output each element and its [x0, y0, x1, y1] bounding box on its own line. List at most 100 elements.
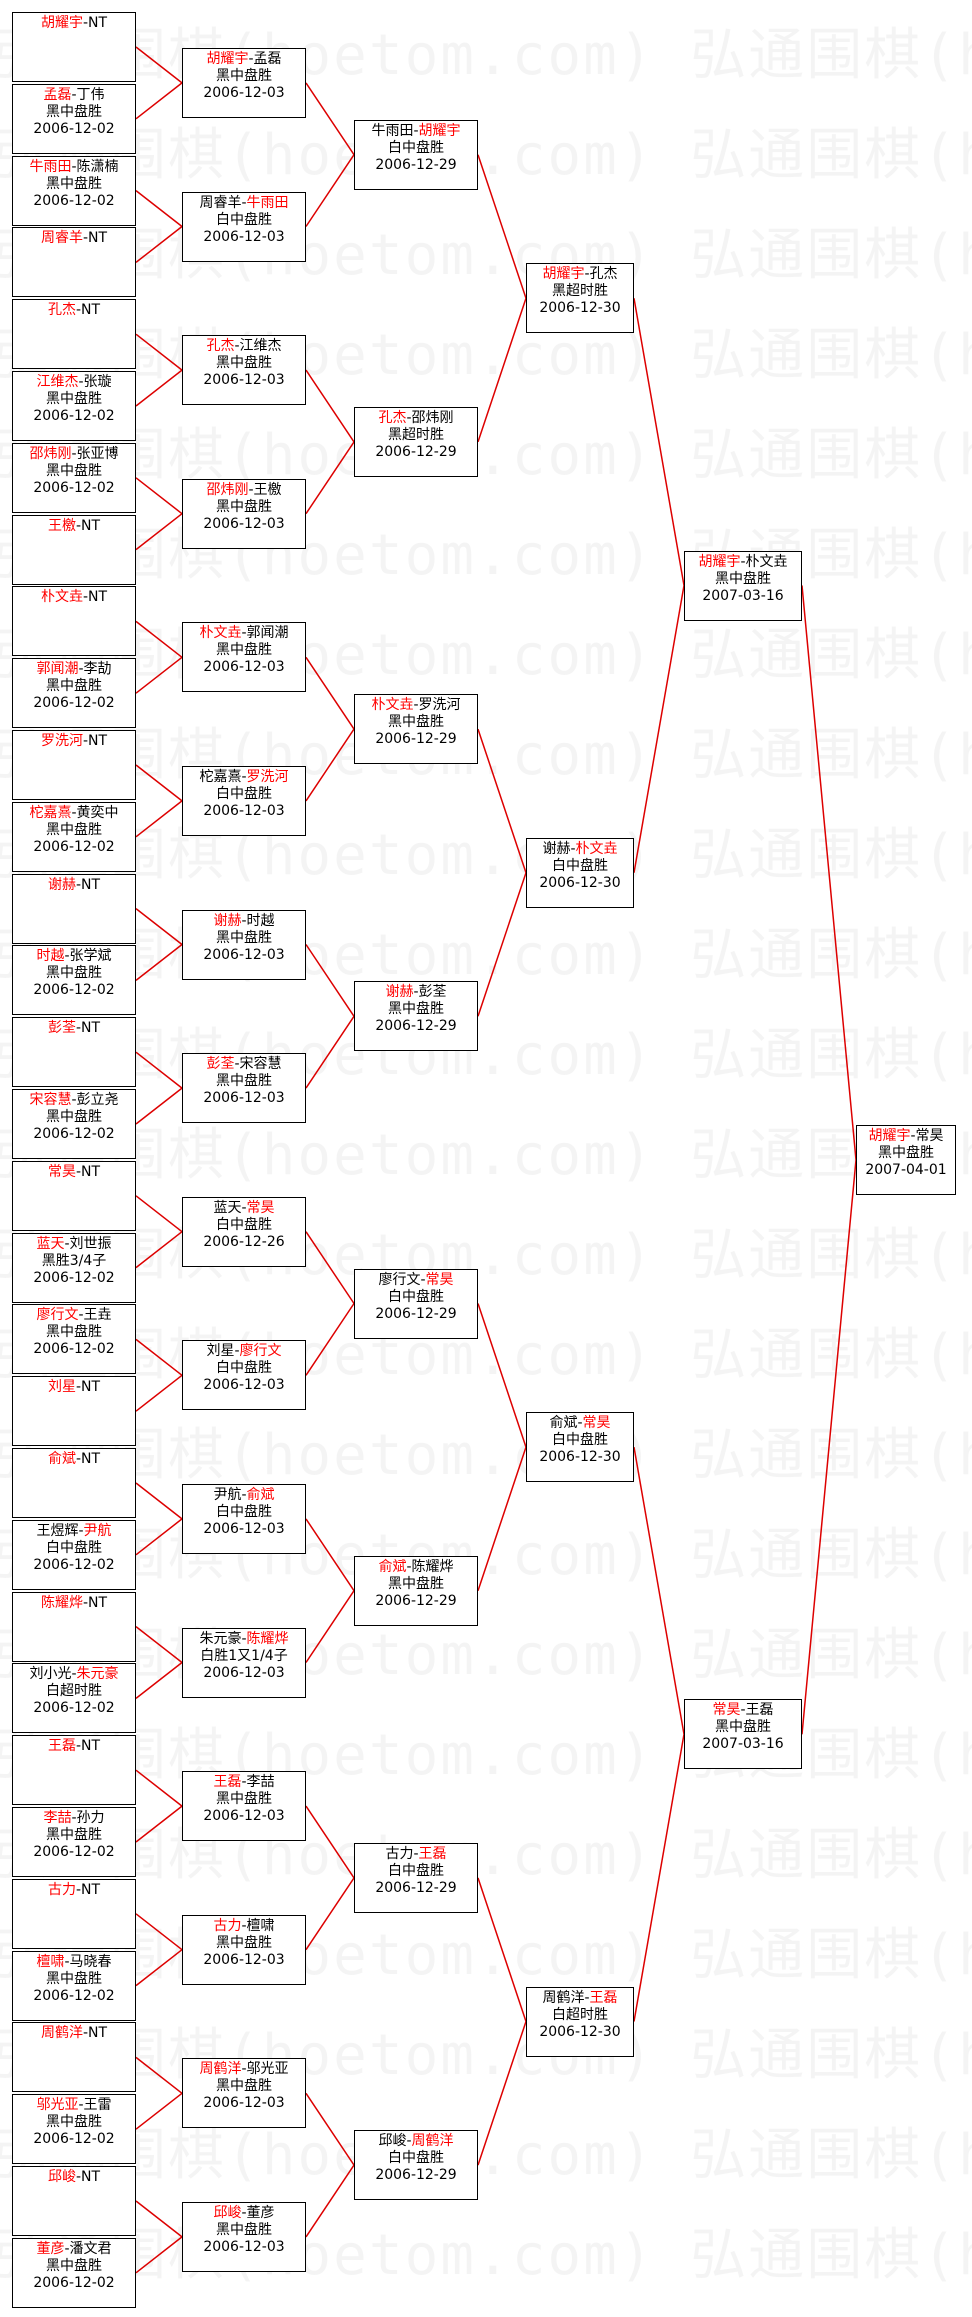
player-name: 周睿羊: [199, 194, 242, 211]
player-name: 朴文垚: [575, 840, 618, 857]
player-name: 邬光亚: [36, 2097, 79, 2114]
match-date: 2006-12-02: [33, 192, 115, 209]
match-result: 黑中盘胜: [46, 103, 102, 120]
bracket-connector: [135, 2056, 183, 2094]
watermark-text: 弘通围棋(hoetom.com) 弘通围棋(hoetom.com) 弘通围棋(h…: [0, 1010, 972, 1091]
player-name: NT: [81, 1881, 101, 1898]
bracket-connector: [135, 1338, 183, 1376]
match-date: 2006-12-29: [375, 443, 457, 460]
bracket-connector: [633, 1446, 685, 1735]
player-name: 孔杰: [589, 266, 618, 283]
player-name: 王檄: [47, 517, 76, 534]
match-players: 邱峻-周鹤洋: [355, 2133, 477, 2150]
match-result: 白中盘胜: [216, 1503, 272, 1520]
separator: -: [82, 1594, 89, 1611]
match-result: 黑胜3/4子: [41, 1252, 107, 1269]
player-name: 胡耀宇: [542, 266, 585, 283]
watermark-text: 弘通围棋(hoetom.com) 弘通围棋(hoetom.com) 弘通围棋(h…: [0, 510, 972, 591]
separator: -: [248, 50, 254, 67]
player-name: 胡耀宇: [40, 15, 83, 31]
match-players: 王檄-NT: [13, 518, 135, 535]
separator: -: [406, 1558, 412, 1575]
match-players: 周睿羊-NT: [13, 230, 135, 247]
separator: -: [241, 768, 247, 785]
match-box: 周睿羊-NT: [12, 227, 136, 298]
match-players: 邵炜刚-王檄: [183, 482, 305, 499]
separator: -: [75, 876, 82, 893]
player-name: 常昊: [915, 1127, 944, 1144]
bracket-connector: [135, 82, 183, 120]
bracket-connector: [135, 1482, 183, 1520]
player-name: 张学斌: [69, 948, 112, 965]
player-name: 董彦: [246, 2204, 275, 2221]
match-players: 邱峻-董彦: [183, 2205, 305, 2222]
bracket-connector: [477, 1877, 527, 2022]
player-name: 邵炜刚: [411, 409, 454, 426]
match-result: 黑中盘胜: [216, 2078, 272, 2095]
separator: -: [234, 1343, 240, 1360]
match-players: 孟磊-丁伟: [13, 87, 135, 104]
match-result: 白中盘胜: [388, 1862, 444, 1879]
player-name: 孟磊: [43, 86, 72, 103]
player-name: 宋容慧: [29, 1092, 72, 1108]
match-date: 2006-12-03: [203, 1520, 285, 1537]
player-name: NT: [88, 230, 108, 247]
match-date: 2006-12-03: [203, 946, 285, 963]
player-name: 廖行文: [36, 1307, 79, 1324]
match-players: 柁嘉熹-罗洗河: [183, 769, 305, 786]
player-name: 刘小光: [29, 1666, 72, 1683]
player-name: 尹航: [213, 1486, 242, 1503]
match-result: 黑中盘胜: [46, 1827, 102, 1843]
match-players: 柁嘉熹-黄奕中: [13, 805, 135, 822]
separator: -: [241, 2204, 247, 2221]
player-name: 周鹤洋: [542, 1989, 585, 2006]
player-name: 谢赫: [542, 840, 571, 857]
bracket-connector: [135, 1913, 183, 1951]
match-players: 胡耀宇-常昊: [857, 1128, 955, 1145]
separator: -: [234, 1056, 240, 1073]
match-result: 黑中盘胜: [46, 678, 102, 695]
match-players: 古力-NT: [13, 1882, 135, 1899]
player-name: 俞斌: [246, 1486, 275, 1503]
match-date: 2006-12-02: [33, 838, 115, 855]
separator: -: [78, 1522, 84, 1539]
separator: -: [241, 1630, 247, 1647]
separator: -: [570, 840, 576, 857]
match-players: 陈耀烨-NT: [13, 1595, 135, 1612]
match-result: 黑中盘胜: [216, 355, 272, 372]
match-result: 白中盘胜: [388, 1288, 444, 1305]
bracket-connector: [135, 2200, 183, 2238]
player-name: 邱峻: [213, 2204, 242, 2221]
player-name: 彭立尧: [76, 1092, 119, 1108]
player-name: 古力: [385, 1845, 414, 1862]
bracket-connector: [135, 1195, 183, 1233]
watermark-text: 弘通围棋(hoetom.com) 弘通围棋(hoetom.com) 弘通围棋(h…: [0, 1310, 972, 1391]
player-name: 江维杰: [239, 338, 282, 355]
match-date: 2006-12-03: [203, 1808, 285, 1825]
separator: -: [82, 589, 89, 606]
player-name: 时越: [246, 912, 275, 929]
bracket-connector: [801, 1159, 857, 1735]
player-name: 宋容慧: [239, 1056, 282, 1073]
match-result: 白中盘胜: [216, 785, 272, 802]
separator: -: [413, 984, 419, 1001]
bracket-connector: [477, 1446, 527, 1591]
match-players: 邱峻-NT: [13, 2169, 135, 2186]
watermark-text: 弘通围棋(hoetom.com) 弘通围棋(hoetom.com) 弘通围棋(h…: [0, 2210, 972, 2291]
player-name: 邱峻: [378, 2133, 407, 2150]
watermark-text: 弘通围棋(hoetom.com) 弘通围棋(hoetom.com) 弘通围棋(h…: [0, 410, 972, 491]
bracket-connector: [477, 298, 527, 443]
separator: -: [64, 1953, 70, 1970]
match-result: 黑中盘胜: [216, 498, 272, 515]
player-name: 朴文垚: [40, 589, 83, 606]
match-players: 周鹤洋-邬光亚: [183, 2061, 305, 2078]
